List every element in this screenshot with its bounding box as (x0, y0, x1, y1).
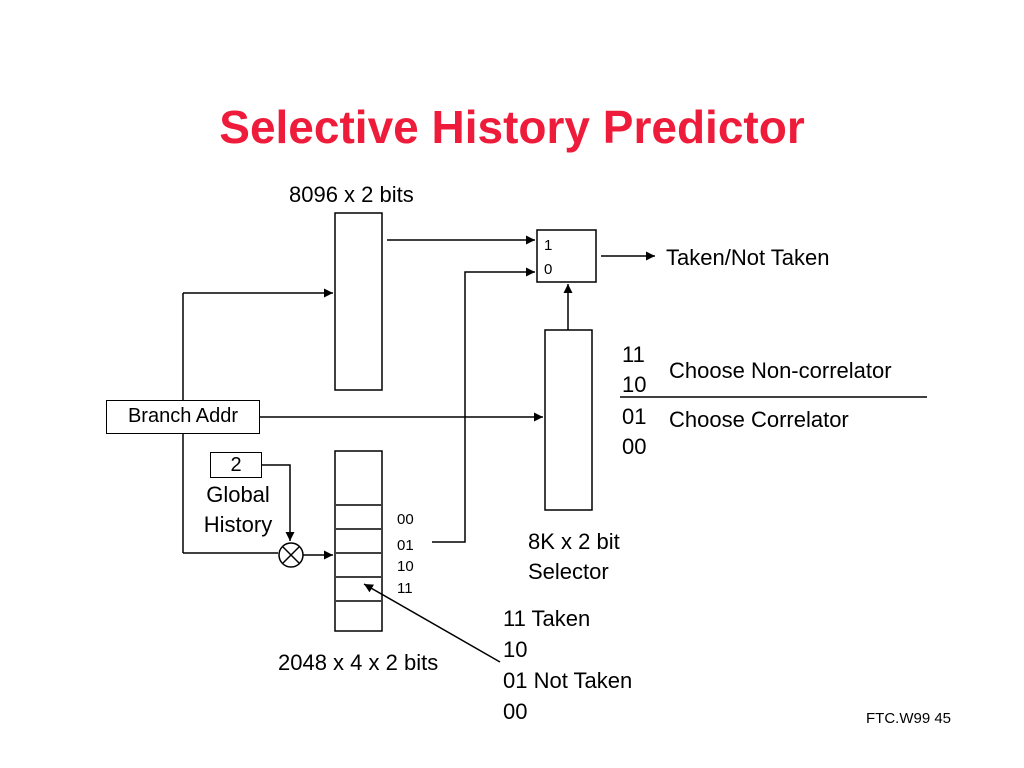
index-00-label: 00 (397, 511, 414, 528)
sel-code-01: 01 (622, 404, 647, 429)
history-bits-box: 2 (210, 452, 262, 478)
bottom-table (334, 450, 383, 632)
choose-non-correlator-label: Choose Non-correlator (669, 358, 892, 383)
index-10-label: 10 (397, 558, 414, 575)
sel-code-00: 00 (622, 434, 647, 459)
index-11-label: 11 (397, 580, 413, 597)
global-label: Global (206, 482, 270, 507)
state-01-label: 01 Not Taken (503, 668, 633, 693)
sel-code-11: 11 (622, 342, 645, 367)
choose-correlator-label: Choose Correlator (669, 407, 849, 432)
top-table (334, 212, 383, 391)
state-10-label: 10 (503, 637, 528, 662)
history-label: History (203, 512, 273, 537)
index-01-label: 01 (397, 537, 414, 554)
bottom-table-size-label: 2048 x 4 x 2 bits (278, 650, 439, 675)
selector-name-label: Selector (528, 559, 609, 584)
arrow-history-to-xor (262, 464, 295, 541)
sel-code-10: 10 (622, 372, 647, 397)
arrow-bottom-to-mux (432, 267, 535, 543)
selector-size-label: 8K x 2 bit (528, 529, 620, 554)
mux-input-0-label: 0 (544, 261, 553, 278)
mux-box (536, 229, 597, 283)
slide-footer: FTC.W99 45 (866, 710, 952, 727)
top-table-size-label: 8096 x 2 bits (289, 182, 414, 207)
selector-table (544, 329, 593, 511)
slide-title: Selective History Predictor (219, 101, 805, 153)
mux-input-1-label: 1 (544, 237, 553, 254)
state-00-label: 00 (503, 699, 528, 724)
arrow-state-to-entry (363, 583, 501, 663)
branch-addr-box: Branch Addr (106, 400, 260, 434)
output-label: Taken/Not Taken (666, 245, 830, 270)
state-11-label: 11 Taken (503, 606, 591, 631)
